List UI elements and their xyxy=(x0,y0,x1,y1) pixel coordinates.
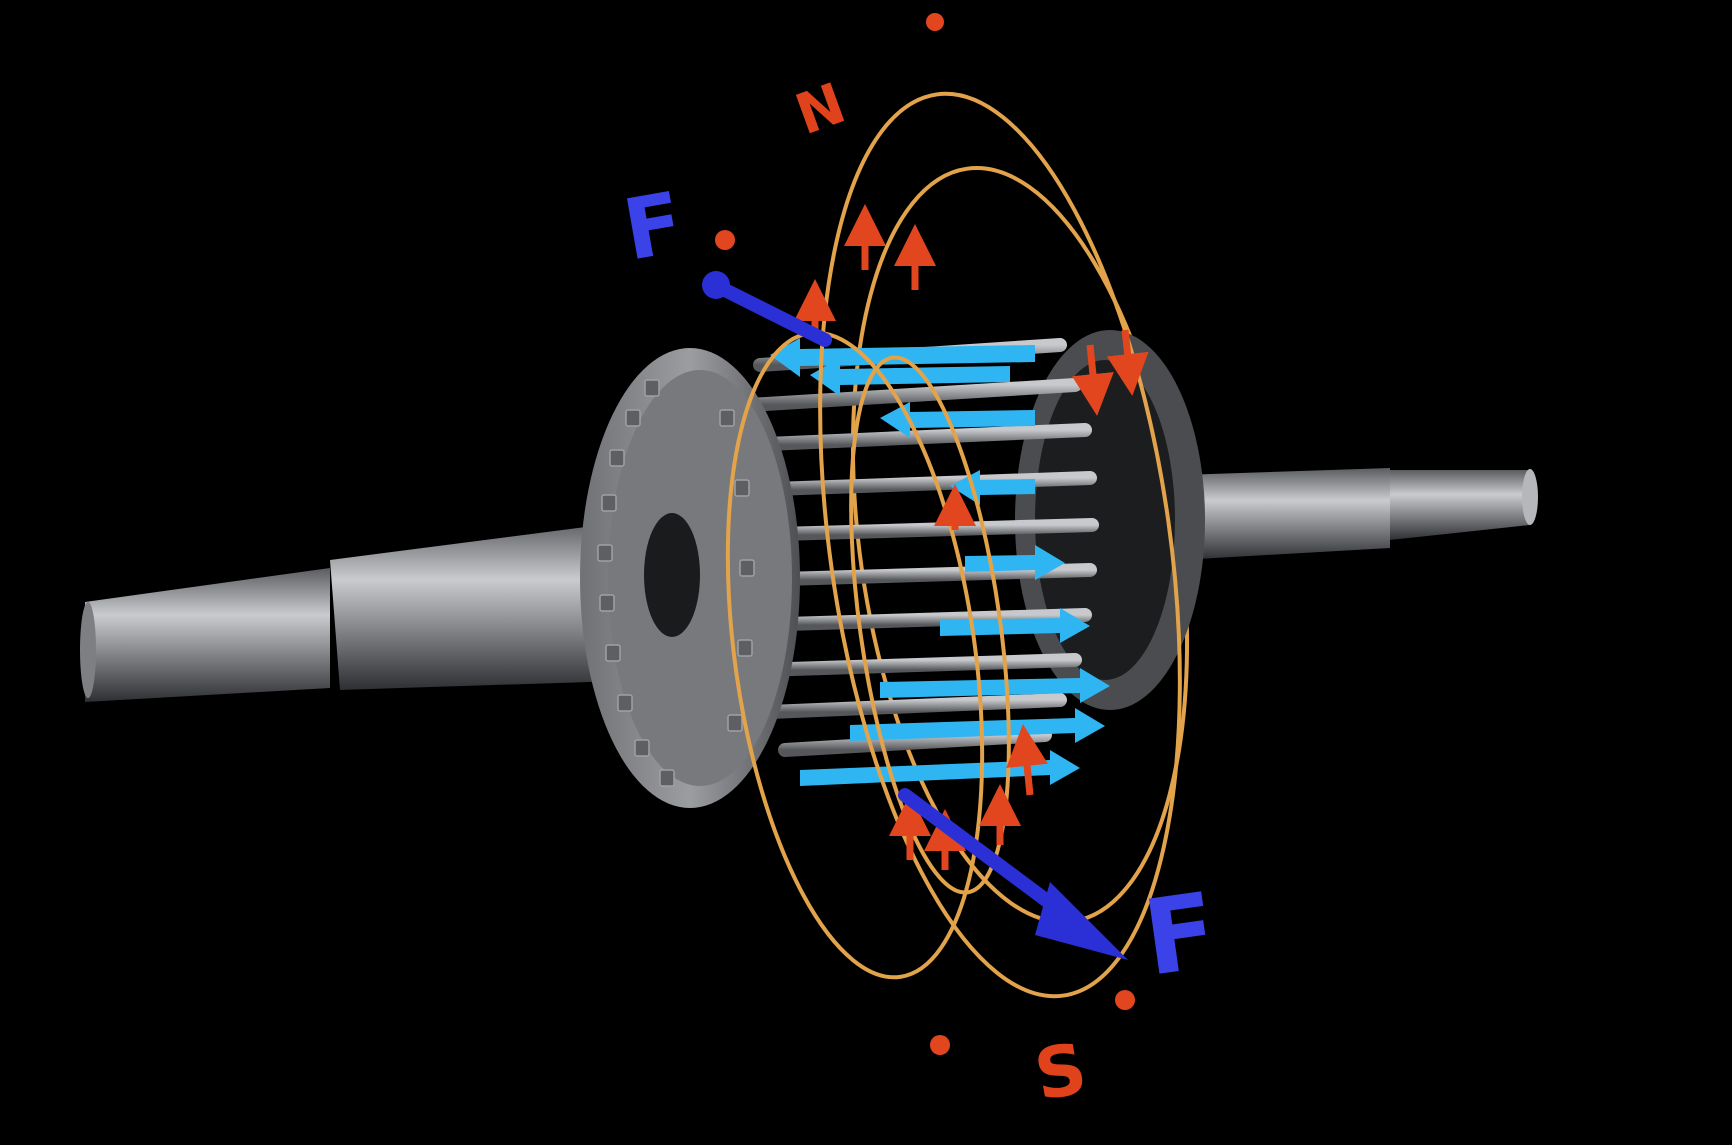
current-arrow-icon xyxy=(800,750,1080,786)
current-arrow-icon xyxy=(880,668,1110,703)
south-pole-label: S xyxy=(1029,1027,1093,1117)
field-arrow-icon xyxy=(1072,344,1114,416)
current-arrow-icon xyxy=(880,402,1035,438)
field-arrow-icon xyxy=(1106,329,1149,396)
field-line-beads xyxy=(715,13,1135,1055)
north-pole-label: N xyxy=(788,71,854,148)
field-direction-arrows xyxy=(794,204,1149,870)
force-label-bottom: F xyxy=(1137,869,1224,1000)
force-vectors xyxy=(702,271,1128,960)
force-label-top: F xyxy=(616,173,690,279)
force-vector-icon xyxy=(702,271,832,347)
current-arrow-icon xyxy=(850,708,1105,743)
rotor-shaft-icon xyxy=(80,468,1538,702)
current-arrow-icon xyxy=(810,358,1010,396)
current-arrow-icon xyxy=(940,608,1090,643)
force-vector-icon xyxy=(898,788,1128,960)
current-arrow-icon xyxy=(965,545,1065,580)
field-arrow-icon xyxy=(1006,724,1048,796)
field-loop-center xyxy=(849,355,1011,895)
field-loop-outer xyxy=(818,91,1182,999)
